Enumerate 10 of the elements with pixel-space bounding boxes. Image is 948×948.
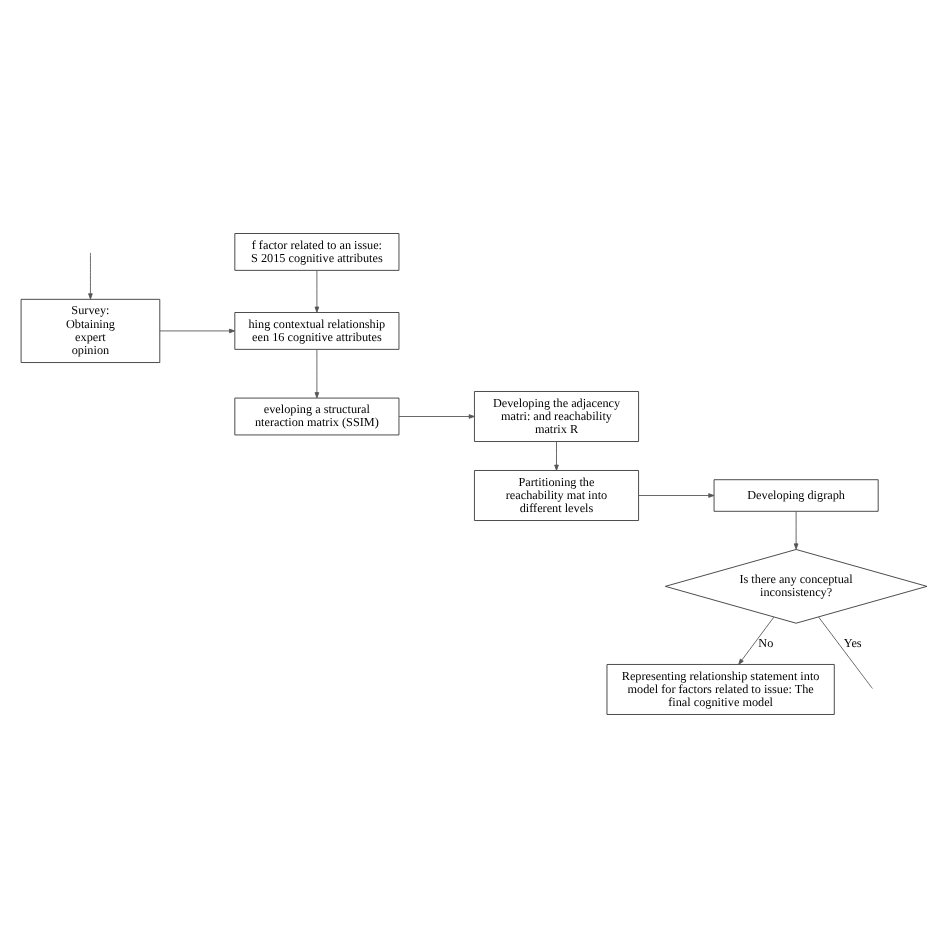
arrow: [159, 328, 236, 334]
arrow: [88, 252, 93, 300]
arrow: [314, 349, 320, 399]
arrow: [793, 511, 799, 550]
connector: [818, 616, 873, 689]
arrow: [398, 414, 475, 419]
arrow: [554, 441, 559, 471]
arrow: [738, 616, 775, 665]
arrow: [638, 493, 715, 498]
arrow: [314, 270, 320, 313]
